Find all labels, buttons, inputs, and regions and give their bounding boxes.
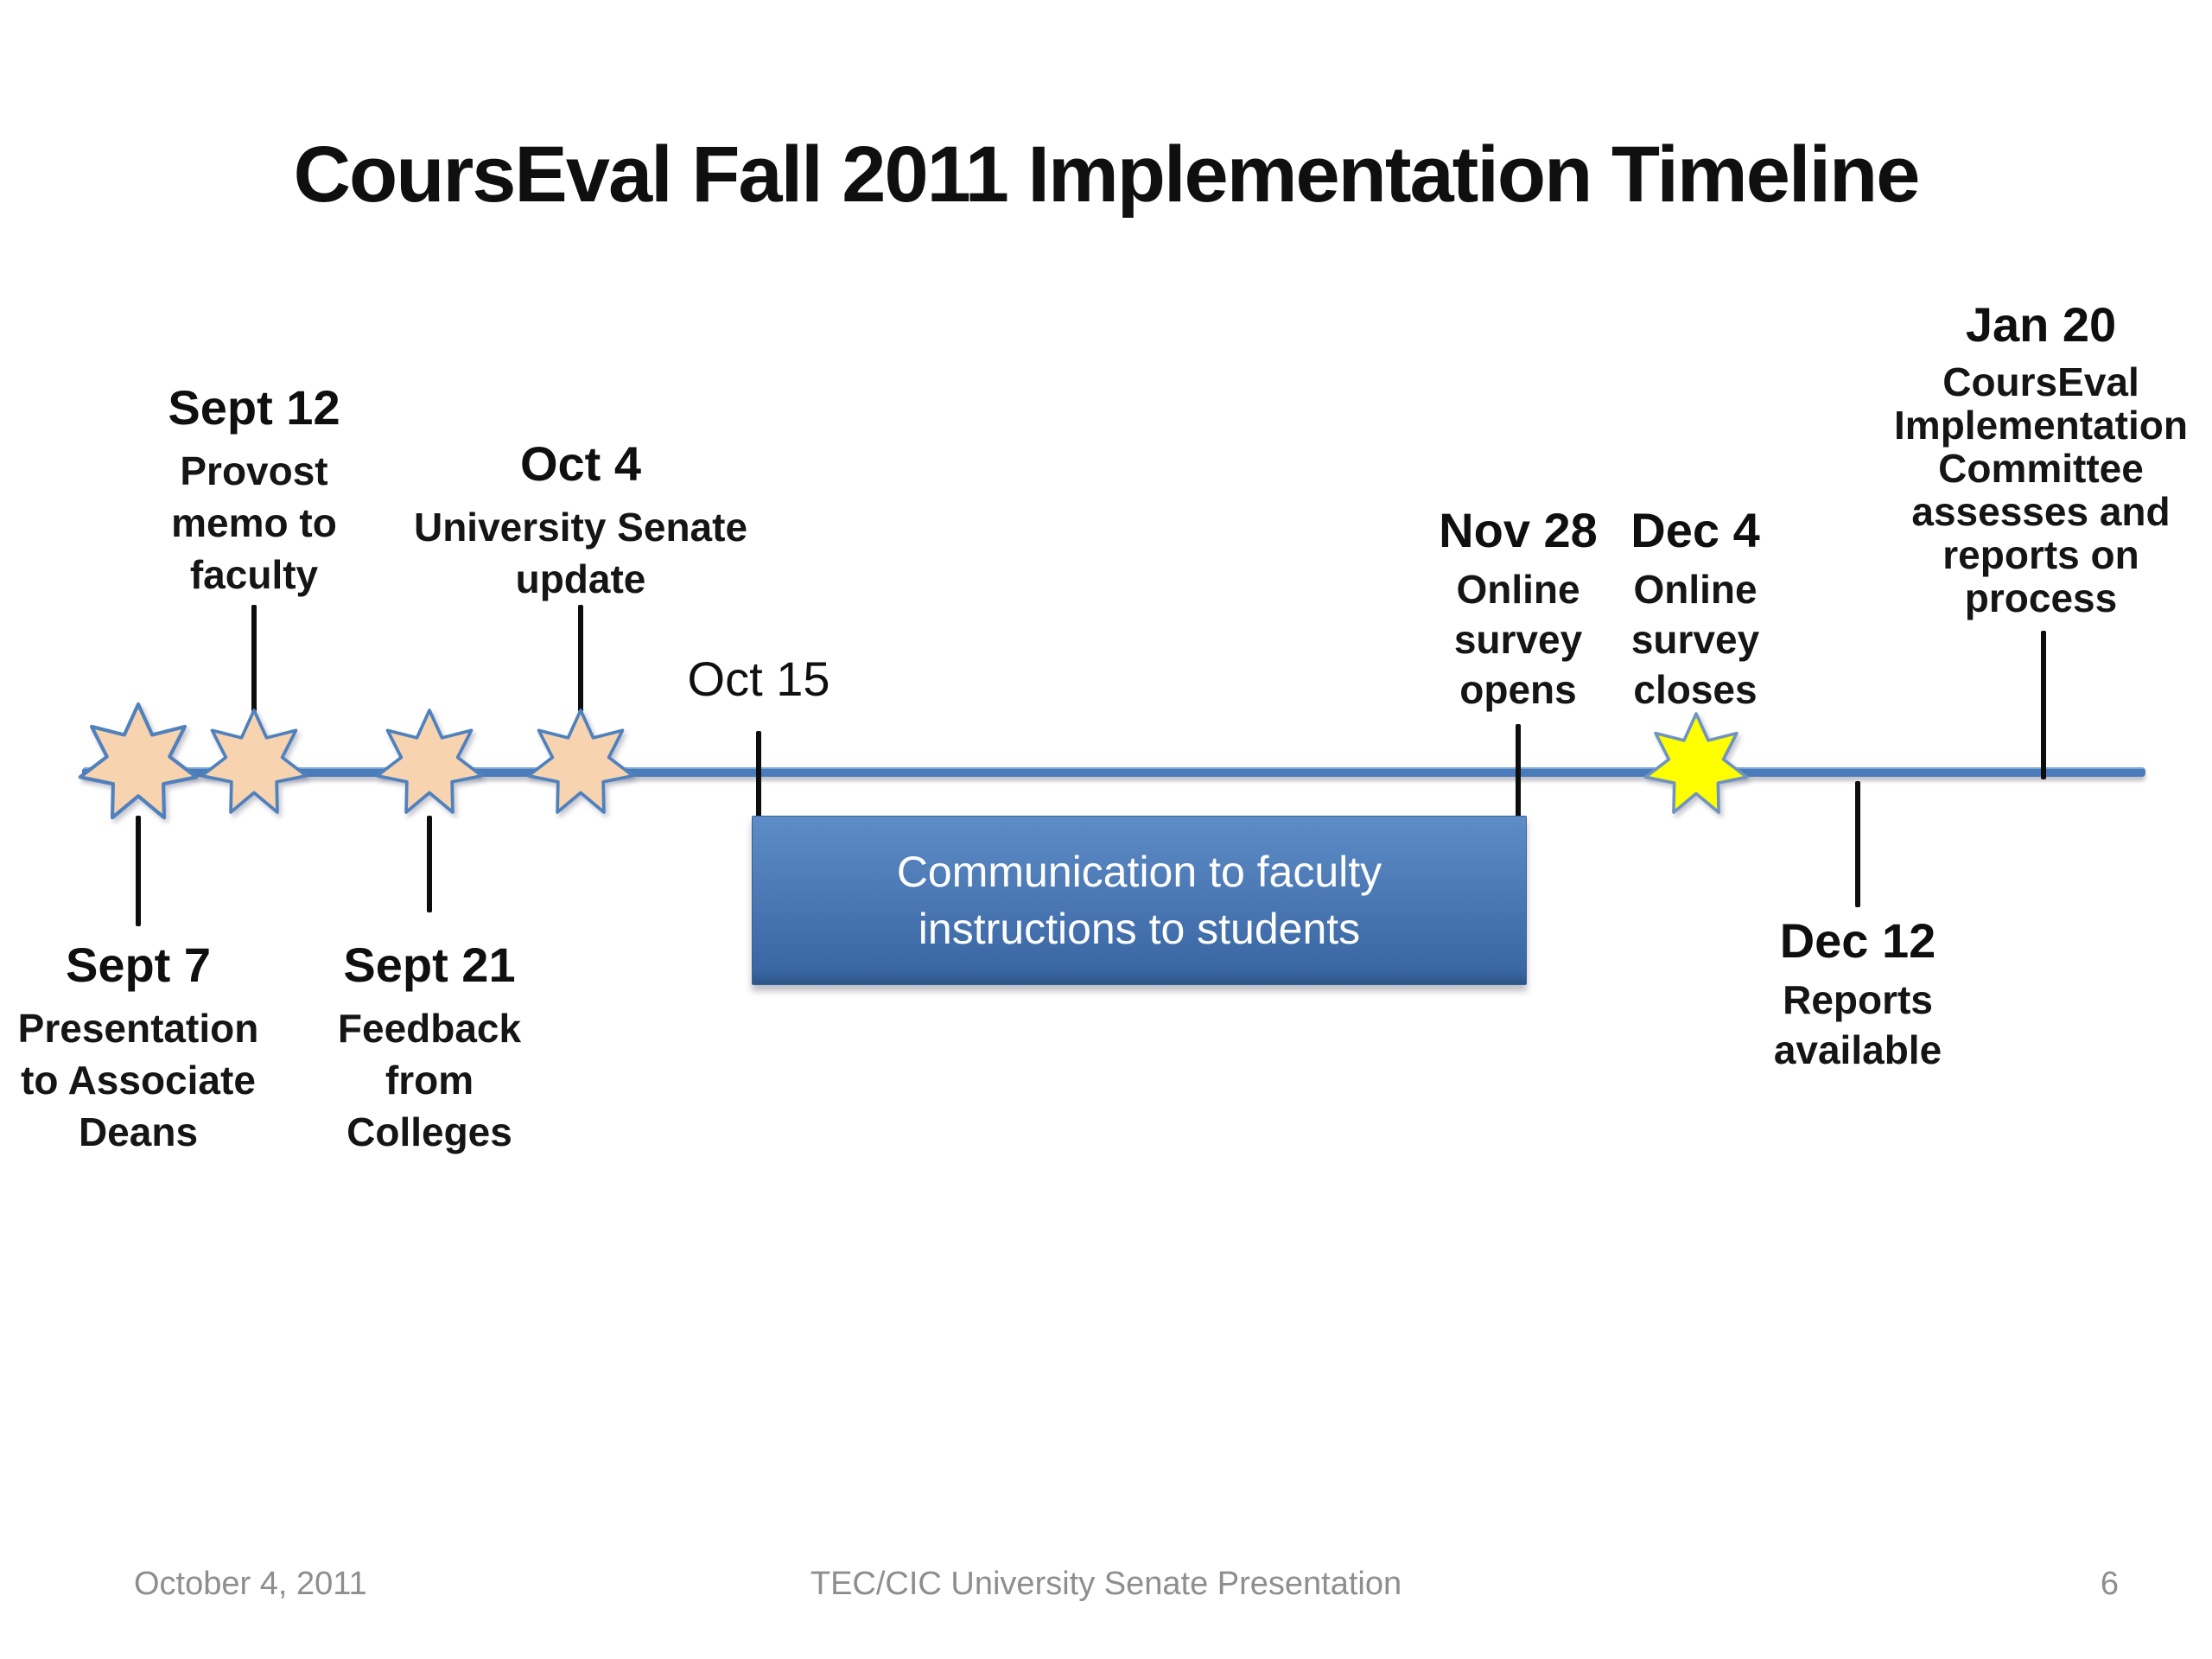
seven-point-star-icon — [200, 709, 308, 814]
event-date: Oct 15 — [687, 652, 830, 706]
footer-page-number: 6 — [2100, 1566, 2119, 1602]
event-oct15: Oct 15 — [655, 650, 862, 708]
event-sept21: Sept 21 Feedback from Colleges — [296, 936, 563, 1158]
seven-point-star-icon — [375, 709, 484, 814]
footer-date: October 4, 2011 — [134, 1566, 367, 1602]
event-date: Oct 4 — [519, 436, 642, 491]
seven-point-star-icon — [78, 702, 199, 820]
period-box-label: Communication to faculty instructions to… — [896, 848, 1382, 953]
event-desc: University Senate update — [413, 505, 748, 602]
event-jan20: Jan 20 CoursEval Implementation Committe… — [1864, 296, 2212, 620]
period-box: Communication to faculty instructions to… — [752, 816, 1527, 985]
event-date: Nov 28 — [1439, 503, 1598, 557]
event-desc: Provost memo to faculty — [171, 448, 337, 598]
event-desc: Feedback from Colleges — [337, 1006, 522, 1155]
event-desc: Presentation to Associate Deans — [17, 1006, 259, 1155]
event-date: Dec 12 — [1779, 913, 1936, 968]
tick-oct15 — [756, 731, 761, 831]
tick-jan20 — [2041, 631, 2046, 779]
slide-title: CoursEval Fall 2011 Implementation Timel… — [293, 130, 1921, 219]
tick-nov28 — [1516, 724, 1521, 828]
seven-point-star-icon — [526, 709, 635, 814]
connector-sept7 — [136, 816, 141, 926]
event-date: Sept 7 — [65, 938, 212, 992]
seven-point-star-highlight-icon — [1643, 712, 1749, 814]
event-dec4: Dec 4 Online survey closes — [1566, 501, 1825, 715]
event-desc: CoursEval Implementation Committee asses… — [1894, 359, 2188, 621]
connector-oct4 — [578, 605, 583, 712]
event-date: Sept 21 — [343, 938, 516, 992]
event-desc: Reports available — [1773, 977, 1942, 1073]
timeline-axis — [82, 767, 2145, 777]
connector-sept12 — [251, 605, 257, 712]
event-desc: Online survey opens — [1453, 567, 1583, 713]
event-oct4: Oct 4 University Senate update — [391, 435, 771, 605]
event-desc: Online survey closes — [1630, 567, 1760, 713]
event-nov28: Nov 28 Online survey opens — [1389, 501, 1648, 715]
event-sept7: Sept 7 Presentation to Associate Deans — [0, 936, 281, 1158]
tick-dec12 — [1855, 781, 1860, 907]
event-sept12: Sept 12 Provost memo to faculty — [107, 378, 401, 601]
event-date: Jan 20 — [1965, 297, 2117, 352]
event-dec12: Dec 12 Reports available — [1728, 912, 1987, 1075]
event-date: Dec 4 — [1630, 503, 1760, 557]
connector-sept21 — [427, 816, 432, 912]
footer-presentation-title: TEC/CIC University Senate Presentation — [810, 1566, 1402, 1602]
event-date: Sept 12 — [168, 380, 340, 435]
